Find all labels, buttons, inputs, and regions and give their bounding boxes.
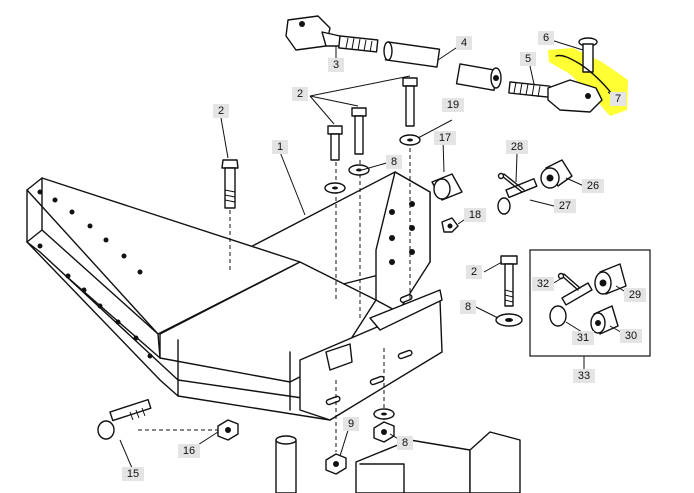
callout-2-left: 2 <box>213 104 229 118</box>
pin-31 <box>549 282 593 327</box>
callout-8-bottom: 8 <box>397 436 413 450</box>
bolt-right <box>500 255 518 307</box>
callout-2-right: 2 <box>466 265 482 279</box>
callout-labels: 1 2 2 2 3 4 5 6 <box>122 31 646 481</box>
nut-9 <box>325 453 347 475</box>
spring-clip-7 <box>555 54 613 95</box>
callout-31: 31 <box>572 331 594 345</box>
svg-text:32: 32 <box>537 278 549 290</box>
bolt-top-2 <box>351 107 367 155</box>
svg-text:2: 2 <box>471 266 477 278</box>
callout-2-top: 2 <box>292 87 308 101</box>
bolt-15 <box>97 398 152 440</box>
svg-text:5: 5 <box>525 53 531 65</box>
svg-text:29: 29 <box>629 289 641 301</box>
svg-text:16: 16 <box>183 445 195 457</box>
svg-text:9: 9 <box>348 418 354 430</box>
callout-8-top: 8 <box>386 155 402 169</box>
svg-text:33: 33 <box>578 370 590 382</box>
callout-19: 19 <box>442 98 464 112</box>
svg-text:8: 8 <box>465 301 471 313</box>
kit-box-33 <box>529 249 651 357</box>
callout-15: 15 <box>122 467 144 481</box>
callout-27: 27 <box>554 199 576 213</box>
callout-6: 6 <box>538 31 554 45</box>
svg-text:26: 26 <box>587 180 599 192</box>
frame-bracket <box>26 171 521 493</box>
callout-3: 3 <box>328 58 344 72</box>
clevis-5 <box>508 79 603 113</box>
bolt-top-3 <box>402 77 418 127</box>
svg-text:3: 3 <box>333 59 339 71</box>
svg-text:15: 15 <box>127 468 139 480</box>
svg-text:31: 31 <box>577 332 589 344</box>
bolt-top-1 <box>327 125 343 161</box>
callout-30: 30 <box>620 329 642 343</box>
nut-9b <box>373 421 395 443</box>
clevis-pin-6 <box>578 37 598 73</box>
svg-text:30: 30 <box>625 330 637 342</box>
callout-8-right: 8 <box>460 300 476 314</box>
svg-text:4: 4 <box>461 37 467 49</box>
assembly-center-lines <box>138 148 411 452</box>
nut-16 <box>217 419 239 441</box>
cotter-pin-28 <box>497 172 525 193</box>
cotter-pin-32 <box>557 272 581 291</box>
svg-text:7: 7 <box>615 93 621 105</box>
jam-nut <box>455 63 502 91</box>
bushing-30 <box>590 305 619 335</box>
callout-29: 29 <box>624 288 646 302</box>
svg-text:6: 6 <box>543 32 549 44</box>
callout-9: 9 <box>343 417 359 431</box>
bolt-left <box>221 159 239 209</box>
callout-28: 28 <box>506 140 528 154</box>
callout-16: 16 <box>178 444 200 458</box>
clevis-3 <box>285 15 379 53</box>
svg-text:2: 2 <box>218 105 224 117</box>
svg-text:1: 1 <box>277 141 283 153</box>
callout-17: 17 <box>434 131 456 145</box>
callout-26: 26 <box>582 179 604 193</box>
callout-7: 7 <box>610 92 626 106</box>
callout-32: 32 <box>532 277 554 291</box>
svg-text:27: 27 <box>559 200 571 212</box>
bushing-26 <box>540 159 573 189</box>
frame-holes <box>37 189 153 359</box>
callout-33: 33 <box>573 369 595 383</box>
highlight-part-7 <box>548 48 628 116</box>
svg-text:17: 17 <box>439 132 451 144</box>
callout-1: 1 <box>272 140 288 154</box>
bushing-29 <box>594 263 627 295</box>
svg-text:19: 19 <box>447 99 459 111</box>
nut-18 <box>441 217 459 233</box>
adjusting-tube-4 <box>383 41 441 68</box>
callout-4: 4 <box>456 36 472 50</box>
svg-text:2: 2 <box>297 88 303 100</box>
bushing-17 <box>431 173 463 201</box>
svg-text:28: 28 <box>511 141 523 153</box>
callout-5: 5 <box>520 52 536 66</box>
svg-text:18: 18 <box>469 209 481 221</box>
callout-18: 18 <box>464 208 486 222</box>
svg-text:8: 8 <box>391 156 397 168</box>
svg-text:8: 8 <box>402 437 408 449</box>
